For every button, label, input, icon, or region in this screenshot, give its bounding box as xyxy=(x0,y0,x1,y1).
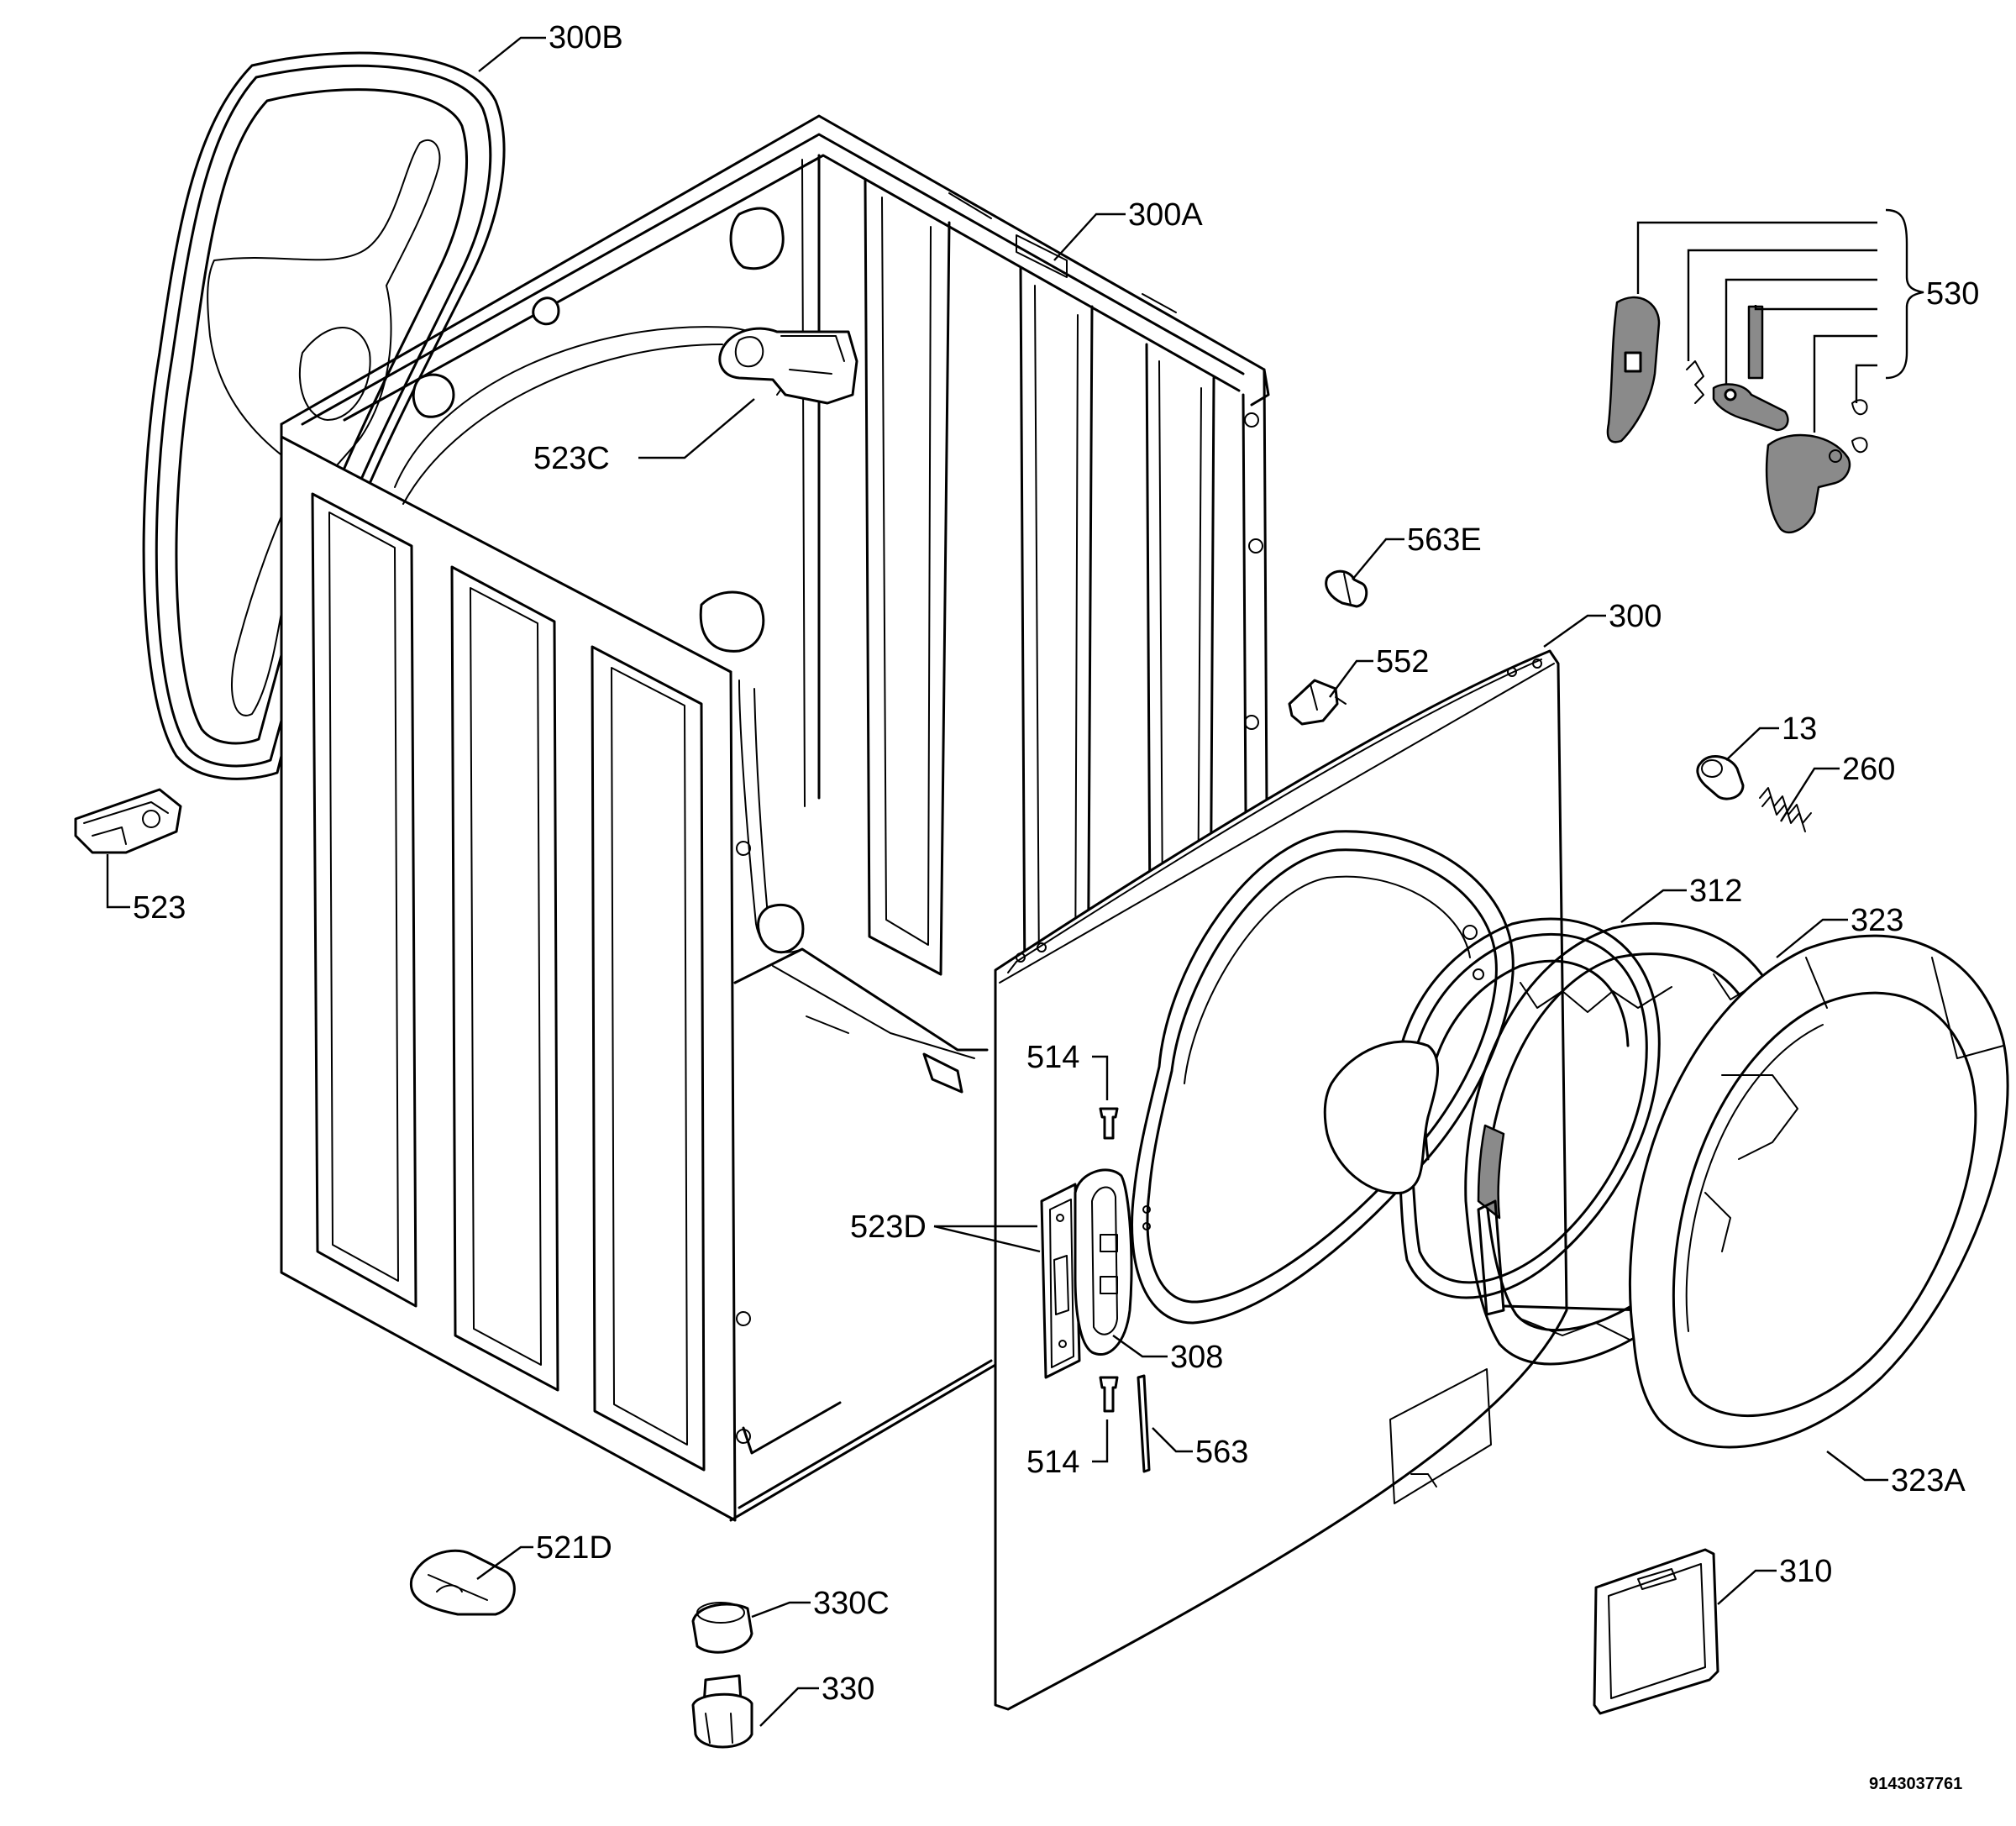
leader-lines xyxy=(106,36,1888,1727)
part-563E-lamp xyxy=(1325,569,1368,608)
label-523C: 523C xyxy=(533,441,610,476)
part-300-front-panel xyxy=(994,649,1568,1711)
part-523-switch xyxy=(74,788,182,854)
part-521D-foot-bracket xyxy=(409,1549,516,1616)
label-552: 552 xyxy=(1376,644,1429,680)
label-514-top: 514 xyxy=(1026,1040,1079,1075)
part-323A-door-ring xyxy=(1628,934,2009,1449)
part-308-hinge xyxy=(1074,1168,1133,1356)
part-514-screw-bottom xyxy=(1099,1376,1119,1413)
part-330-foot xyxy=(691,1674,753,1749)
label-521D: 521D xyxy=(536,1530,612,1566)
label-530: 530 xyxy=(1926,276,1979,312)
label-323A: 323A xyxy=(1891,1463,1966,1498)
label-312: 312 xyxy=(1689,874,1742,909)
label-308: 308 xyxy=(1170,1340,1223,1375)
label-260: 260 xyxy=(1842,752,1895,787)
label-563: 563 xyxy=(1195,1435,1248,1470)
label-300B: 300B xyxy=(549,20,623,55)
label-300A: 300A xyxy=(1128,197,1203,233)
label-523D: 523D xyxy=(850,1209,927,1245)
part-530-handle-assembly xyxy=(1606,296,1868,534)
part-330C-nut xyxy=(691,1602,753,1654)
label-514-bottom: 514 xyxy=(1026,1445,1079,1480)
part-563-pin xyxy=(1137,1374,1151,1473)
part-552-switch xyxy=(1288,679,1347,726)
label-563E: 563E xyxy=(1407,522,1482,558)
part-labels: 300B 300A 523C 530 563E 552 300 13 260 5… xyxy=(133,20,1979,1793)
label-323: 323 xyxy=(1851,903,1903,938)
part-312-door-glass xyxy=(1323,917,1661,1299)
leader-530 xyxy=(1636,208,1924,433)
part-523D-lock xyxy=(1040,1183,1081,1379)
part-13-cap xyxy=(1696,755,1745,800)
label-310: 310 xyxy=(1779,1554,1832,1589)
label-523: 523 xyxy=(133,890,186,926)
label-330: 330 xyxy=(822,1671,874,1707)
part-523C-bracket xyxy=(718,327,858,405)
part-300A-cabinet xyxy=(280,114,1270,1522)
label-13: 13 xyxy=(1782,711,1817,747)
part-514-screw-top xyxy=(1099,1107,1119,1140)
label-300: 300 xyxy=(1609,599,1662,634)
document-number: 9143037761 xyxy=(1869,1775,1962,1793)
label-330C: 330C xyxy=(813,1586,890,1621)
part-260-spring xyxy=(1759,787,1812,832)
part-310-filter-flap xyxy=(1593,1548,1719,1715)
